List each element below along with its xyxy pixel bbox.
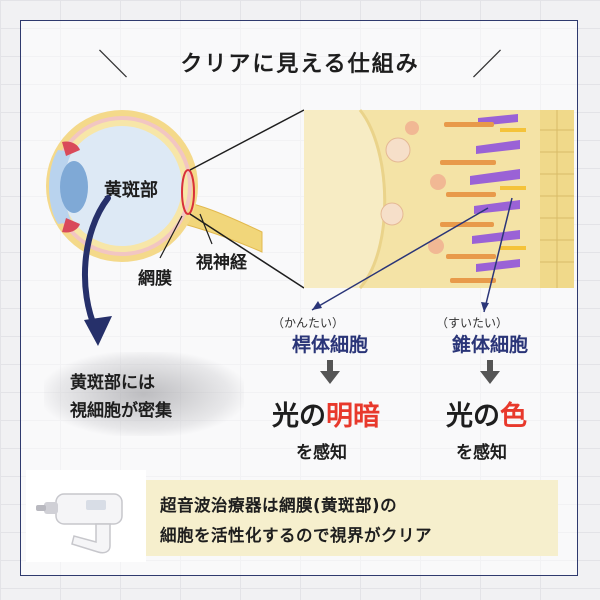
cone-sense-suffix: を感知 (456, 443, 507, 463)
rod-sense-title: 光の明暗 (272, 394, 380, 433)
cone-reading: （すいたい） (436, 316, 509, 330)
device-image-area (26, 470, 146, 562)
cone-cell-name: 錐体細胞 (452, 334, 529, 356)
macula-label: 黄斑部 (104, 180, 158, 201)
title-right-slash: ／ (472, 48, 502, 83)
cone-sense-title: 光の色 (446, 394, 527, 433)
macula-note-line1: 黄斑部には (70, 373, 155, 393)
macula-note-line2: 視細胞が密集 (70, 401, 172, 421)
footer-line2: 細胞を活性化するので視界がクリア (160, 526, 432, 545)
footer-callout: 超音波治療器は網膜(黄斑部)の 細胞を活性化するので視界がクリア (146, 480, 558, 556)
cone-sense-prefix: 光の (446, 401, 500, 432)
page-title: クリアに見える仕組み (0, 46, 600, 78)
rod-sense-suffix: を感知 (296, 443, 347, 463)
rod-reading: （かんたい） (272, 316, 345, 330)
cone-down-arrow (480, 360, 500, 384)
ultrasound-device-icon (36, 493, 123, 554)
macula-note: 黄斑部には 視細胞が密集 (44, 352, 244, 436)
rod-sense-prefix: 光の (272, 401, 326, 432)
footer-line1: 超音波治療器は網膜(黄斑部)の (160, 496, 398, 515)
title-text: クリアに見える仕組み (180, 52, 420, 77)
rod-down-arrow (320, 360, 340, 384)
rod-sense-highlight: 明暗 (326, 401, 380, 432)
cone-sense-highlight: 色 (500, 401, 527, 432)
optic-nerve-label: 視神経 (196, 253, 247, 273)
retina-label: 網膜 (138, 269, 172, 289)
title-left-slash: ＼ (98, 48, 128, 83)
rod-cell-name: 桿体細胞 (292, 334, 369, 356)
